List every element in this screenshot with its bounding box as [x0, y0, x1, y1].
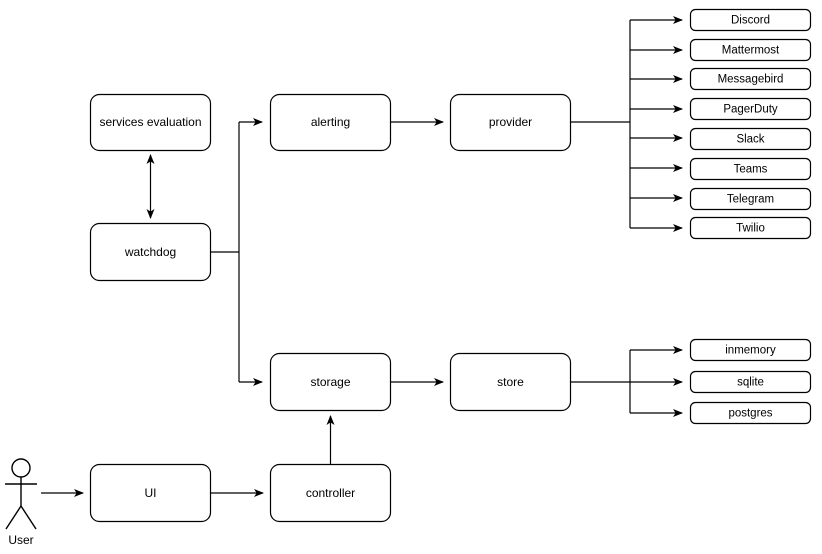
user-label: User: [8, 533, 33, 547]
node-alerting[interactable]: alerting: [269, 93, 392, 152]
user-leg-right-icon: [20, 505, 37, 530]
provider-item-3-label: PagerDuty: [723, 104, 778, 116]
node-ui[interactable]: UI: [89, 463, 212, 523]
provider-item-6[interactable]: Telegram: [689, 187, 812, 211]
provider-item-6-label: Telegram: [727, 194, 774, 206]
node-services-evaluation[interactable]: services evaluation: [89, 93, 212, 152]
node-watchdog-label: watchdog: [124, 245, 176, 259]
edge-store-fanout: [570, 346, 683, 417]
provider-item-5-label: Teams: [734, 164, 768, 176]
store-item-2-label: postgres: [728, 408, 772, 420]
edge-watchdog-branch: [211, 118, 263, 386]
provider-item-1-label: Mattermost: [722, 45, 780, 57]
provider-item-2-label: Messagebird: [718, 74, 784, 86]
provider-item-0-label: Discord: [731, 15, 770, 27]
store-item-1[interactable]: sqlite: [689, 370, 812, 394]
node-provider-label: provider: [489, 115, 532, 129]
provider-list: Discord Mattermost Messagebird PagerDuty…: [689, 8, 812, 240]
node-storage[interactable]: storage: [269, 352, 392, 412]
provider-item-4-label: Slack: [736, 134, 764, 146]
node-store-label: store: [497, 375, 524, 389]
node-ui-label: UI: [145, 486, 157, 500]
node-provider[interactable]: provider: [449, 93, 572, 152]
store-item-0[interactable]: inmemory: [689, 338, 812, 362]
user-head-icon: [11, 458, 31, 478]
provider-item-7[interactable]: Twilio: [689, 216, 812, 240]
actor-user: User: [5, 458, 37, 547]
node-watchdog[interactable]: watchdog: [89, 222, 212, 282]
store-item-0-label: inmemory: [725, 345, 776, 357]
provider-item-2[interactable]: Messagebird: [689, 67, 812, 91]
provider-item-0[interactable]: Discord: [689, 8, 812, 32]
store-item-2[interactable]: postgres: [689, 401, 812, 425]
edge-provider-fanout: [570, 16, 683, 232]
node-alerting-label: alerting: [311, 115, 350, 129]
provider-item-3[interactable]: PagerDuty: [689, 97, 812, 121]
node-controller-label: controller: [306, 486, 355, 500]
node-controller[interactable]: controller: [269, 463, 392, 523]
node-services-evaluation-label: services evaluation: [99, 115, 201, 129]
store-item-1-label: sqlite: [737, 377, 764, 389]
store-list: inmemory sqlite postgres: [689, 338, 812, 425]
provider-item-1[interactable]: Mattermost: [689, 38, 812, 62]
provider-item-5[interactable]: Teams: [689, 157, 812, 181]
user-leg-left-icon: [5, 505, 22, 530]
provider-item-4[interactable]: Slack: [689, 127, 812, 151]
provider-item-7-label: Twilio: [736, 223, 765, 235]
node-storage-label: storage: [310, 375, 350, 389]
node-store[interactable]: store: [449, 352, 572, 412]
